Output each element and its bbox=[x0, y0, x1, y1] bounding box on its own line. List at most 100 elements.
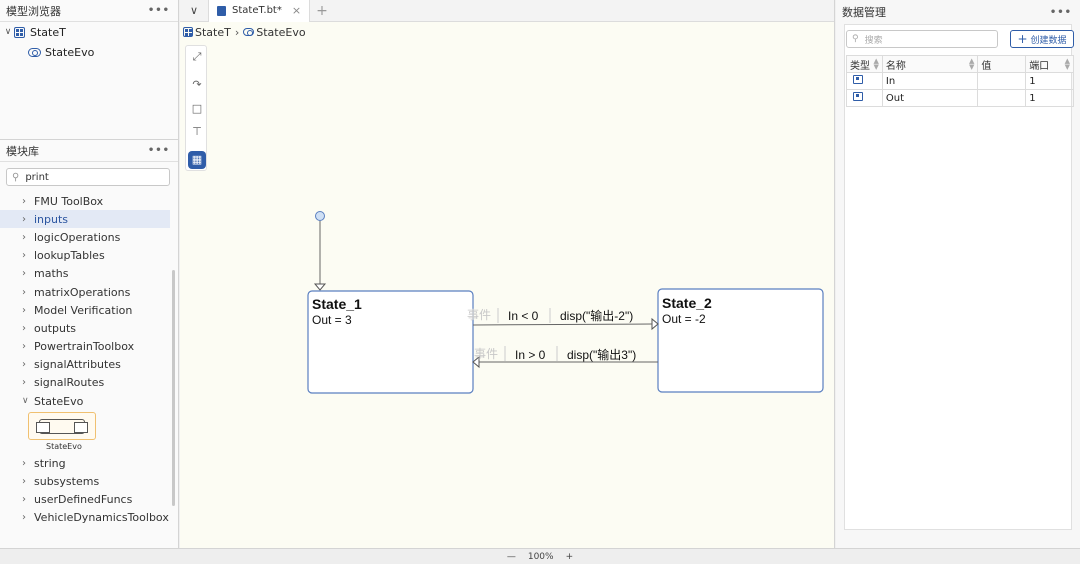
default-transition-dot[interactable] bbox=[315, 211, 325, 221]
tab-label: StateT.bt* bbox=[232, 5, 282, 16]
name-cell[interactable]: In bbox=[881, 72, 979, 90]
column-header-name[interactable]: 名称▲▼ bbox=[881, 55, 979, 73]
breadcrumb-separator-icon: › bbox=[234, 25, 240, 39]
library-item-label: PowertrainToolbox bbox=[34, 340, 135, 354]
library-menu-icon[interactable]: ••• bbox=[147, 145, 170, 156]
library-item[interactable]: › inputs bbox=[0, 210, 170, 229]
library-search-input[interactable]: ⚲ print bbox=[6, 168, 170, 186]
library-item[interactable]: ›signalRoutes bbox=[0, 374, 178, 392]
chevron-right-icon: › bbox=[22, 341, 26, 353]
state-1-name: State_1 bbox=[312, 296, 362, 312]
chevron-right-icon: › bbox=[22, 213, 26, 225]
close-icon[interactable]: × bbox=[291, 4, 302, 17]
tree-item-statet[interactable]: ∨ StateT bbox=[0, 22, 178, 42]
library-item[interactable]: ›userDefinedFuncs bbox=[0, 491, 178, 509]
sort-icon[interactable]: ▲▼ bbox=[1064, 57, 1070, 71]
tab-list-chevron-icon[interactable]: ∨ bbox=[189, 4, 199, 17]
chevron-right-icon: › bbox=[22, 322, 26, 334]
library-item[interactable]: ›Model Verification bbox=[0, 301, 178, 319]
library-item[interactable]: › PowertrainToolbox bbox=[0, 338, 178, 356]
library-item[interactable]: ∨StateEvo bbox=[0, 392, 178, 410]
column-header-type[interactable]: 类型▲▼ bbox=[846, 55, 883, 73]
table-row[interactable]: Out 1 bbox=[846, 89, 1074, 107]
library-header: 模块库 ••• bbox=[0, 140, 178, 162]
library-item-label: logicOperations bbox=[34, 230, 121, 244]
chevron-down-icon[interactable]: ∨ bbox=[4, 27, 12, 37]
data-table: 类型▲▼ 名称▲▼ 值 端口▲▼ In 1 Out 1 bbox=[846, 55, 1074, 107]
transition-2[interactable]: 事件 In > 0 disp("输出3") bbox=[472, 346, 658, 369]
zoom-out-button[interactable]: — bbox=[506, 551, 516, 562]
port-cell[interactable]: 1 bbox=[1025, 89, 1074, 107]
data-search-placeholder: 搜索 bbox=[864, 35, 883, 46]
value-cell[interactable] bbox=[977, 72, 1027, 90]
library-item[interactable]: ›VehicleDynamicsToolbox bbox=[0, 509, 178, 527]
state-1-action: Out = 3 bbox=[312, 313, 352, 327]
library-list: ›FMU ToolBox ›inputs ›logicOperations ›l… bbox=[0, 192, 178, 527]
library-item[interactable]: ›signalAttributes bbox=[0, 356, 178, 374]
state-tool-icon[interactable]: □ bbox=[191, 102, 203, 115]
tab-statet[interactable]: StateT.bt* × bbox=[208, 0, 311, 22]
breadcrumb-item[interactable]: StateT bbox=[195, 25, 231, 39]
state-1-box[interactable] bbox=[307, 290, 474, 394]
model-browser-menu-icon[interactable]: ••• bbox=[147, 5, 170, 16]
library-item[interactable]: ›subsystems bbox=[0, 472, 178, 490]
transition-1-line[interactable] bbox=[472, 323, 653, 326]
add-tab-icon[interactable]: + bbox=[316, 2, 328, 19]
library-item-label: inputs bbox=[34, 212, 69, 226]
library-item-label: StateEvo bbox=[34, 394, 84, 408]
library-item[interactable]: ›matrixOperations bbox=[0, 283, 178, 301]
state-block-icon bbox=[36, 419, 88, 435]
tab-bar: ∨ StateT.bt* × + bbox=[180, 0, 834, 22]
data-search-input[interactable]: ⚲ 搜索 bbox=[846, 30, 998, 48]
chevron-right-icon: › bbox=[22, 195, 26, 207]
table-row[interactable]: In 1 bbox=[846, 72, 1074, 90]
type-cell[interactable] bbox=[846, 72, 883, 90]
data-manager-menu-icon[interactable]: ••• bbox=[1049, 6, 1072, 18]
sort-icon[interactable]: ▲▼ bbox=[969, 57, 975, 71]
create-data-button[interactable]: + 创建数据 bbox=[1010, 30, 1074, 48]
library-item-label: Model Verification bbox=[34, 303, 133, 317]
library-item-label: maths bbox=[34, 267, 69, 281]
transition-2-action: disp("输出3") bbox=[567, 347, 636, 362]
tree-item-stateevo[interactable]: StateEvo bbox=[0, 42, 178, 62]
port-cell[interactable]: 1 bbox=[1025, 72, 1074, 90]
data-manager-panel: 数据管理 ••• ⚲ 搜索 + 创建数据 类型▲▼ 名称▲▼ 值 端口▲▼ bbox=[836, 0, 1080, 548]
stateevo-block-preview[interactable] bbox=[28, 412, 96, 441]
name-cell[interactable]: Out bbox=[881, 89, 979, 107]
chevron-right-icon: › bbox=[22, 494, 26, 506]
transition-1-event: 事件 bbox=[467, 308, 491, 322]
data-table-icon[interactable]: ▦ bbox=[188, 151, 206, 169]
library-title: 模块库 bbox=[6, 144, 39, 158]
chevron-right-icon: › bbox=[22, 250, 26, 262]
text-tool-icon[interactable]: ⊤ bbox=[192, 125, 202, 138]
breadcrumb-item[interactable]: StateEvo bbox=[256, 25, 306, 39]
transition-2-condition: In > 0 bbox=[515, 348, 546, 362]
create-data-label: 创建数据 bbox=[1030, 35, 1067, 46]
state-2[interactable]: State_2 Out = -2 bbox=[657, 288, 824, 393]
library-item[interactable]: ›FMU ToolBox bbox=[0, 192, 178, 210]
state-2-box[interactable] bbox=[657, 288, 824, 393]
type-cell[interactable] bbox=[846, 89, 883, 107]
column-header-port[interactable]: 端口▲▼ bbox=[1025, 55, 1074, 73]
sort-icon[interactable]: ▲▼ bbox=[873, 57, 879, 71]
library-item[interactable]: ›string bbox=[0, 454, 178, 472]
column-header-value[interactable]: 值 bbox=[977, 55, 1027, 73]
default-transition-icon[interactable]: ↷ bbox=[192, 78, 202, 91]
library-item-label: VehicleDynamicsToolbox bbox=[34, 511, 169, 525]
library-item[interactable]: ›outputs bbox=[0, 319, 178, 337]
model-browser-header: 模型浏览器 ••• bbox=[0, 0, 178, 22]
fit-view-icon[interactable]: ⤢ bbox=[192, 50, 202, 63]
zoom-in-button[interactable]: + bbox=[565, 551, 574, 562]
data-manager-body: ⚲ 搜索 + 创建数据 类型▲▼ 名称▲▼ 值 端口▲▼ In bbox=[844, 24, 1074, 530]
library-item[interactable]: ›maths bbox=[0, 265, 178, 283]
library-scrollbar[interactable] bbox=[172, 270, 175, 506]
library-item[interactable]: ›logicOperations bbox=[0, 228, 178, 246]
chart-canvas[interactable]: State_1 Out = 3 State_2 Out = -2 事件 In <… bbox=[180, 42, 834, 548]
value-cell[interactable] bbox=[977, 89, 1027, 107]
library-item[interactable]: ›lookupTables bbox=[0, 247, 178, 265]
data-manager-header: 数据管理 ••• bbox=[836, 0, 1080, 24]
chevron-right-icon: › bbox=[22, 359, 26, 371]
state-1[interactable]: State_1 Out = 3 bbox=[307, 290, 474, 394]
library-item-label: string bbox=[34, 456, 66, 470]
transition-1[interactable]: 事件 In < 0 disp("输出-2") bbox=[467, 308, 659, 331]
